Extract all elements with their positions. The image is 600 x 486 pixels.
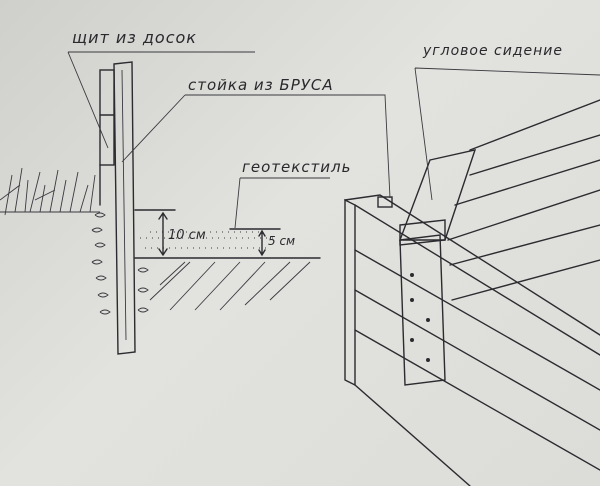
timber-post [113, 61, 136, 355]
label-depth-5: 5 см [268, 234, 296, 248]
label-corner-seat: угловое сидение [423, 43, 563, 59]
raised-bed-corner [344, 99, 600, 486]
soil-layers [134, 209, 321, 311]
label-board-shield: щит из досок [72, 28, 197, 47]
label-depth-10: 10 см [168, 228, 206, 243]
gravel [91, 212, 149, 315]
grass [0, 167, 100, 216]
board-shield [99, 69, 115, 206]
label-timber-post: стойка из БРУСА [188, 76, 334, 94]
label-geotextile: геотекстиль [242, 158, 352, 176]
leader-lines [67, 51, 600, 229]
